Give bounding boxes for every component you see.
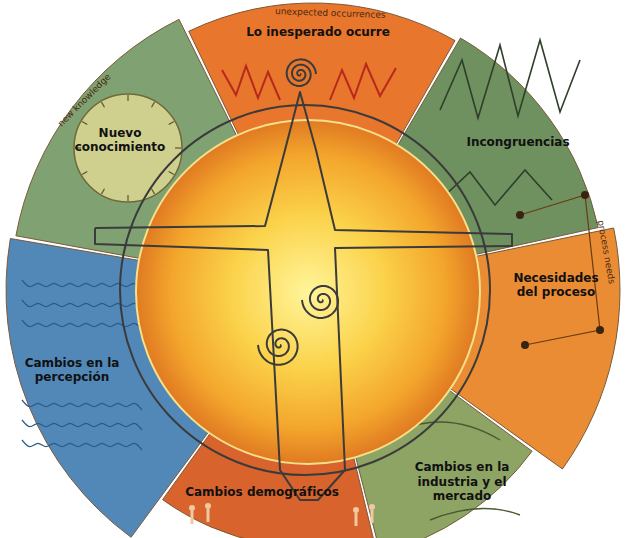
sector-label: Cambios en la industria y el mercado bbox=[406, 460, 518, 503]
wire-ring bbox=[120, 105, 490, 475]
sector-label: Lo inesperado ocurre bbox=[221, 25, 415, 39]
sector-label-box: Incongruencias bbox=[453, 133, 583, 151]
sector-label-box: Necesidades del proceso bbox=[500, 269, 612, 302]
sun-disc bbox=[136, 120, 480, 464]
sector-label: Cambios en la percepción bbox=[21, 356, 123, 385]
sector-label: Cambios demográficos bbox=[170, 485, 354, 499]
sector-label: Necesidades del proceso bbox=[503, 271, 609, 300]
wire-figure bbox=[95, 59, 512, 500]
sector-label: Nuevo conocimiento bbox=[72, 126, 168, 155]
sector-label-box: Cambios en la percepción bbox=[18, 354, 126, 387]
sector-label-box: Cambios demográficos bbox=[167, 483, 357, 501]
sector-label: Incongruencias bbox=[456, 135, 580, 149]
sector-label-box: Nuevo conocimiento bbox=[69, 124, 171, 157]
sector-label-box: Lo inesperado ocurre bbox=[218, 23, 418, 41]
sector-label-box: Cambios en la industria y el mercado bbox=[403, 458, 521, 505]
